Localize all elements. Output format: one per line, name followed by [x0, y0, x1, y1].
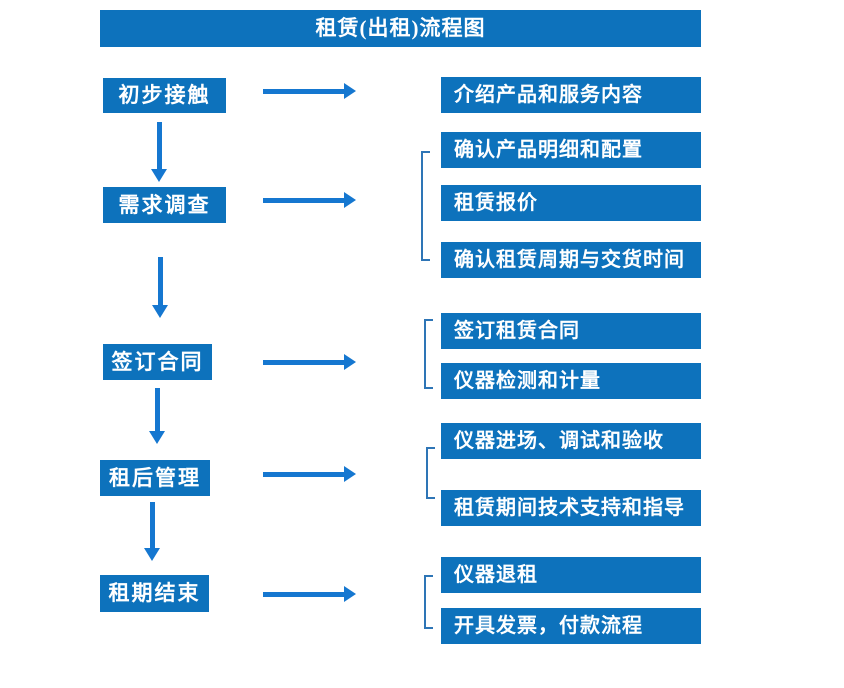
item-invoice-payment-process: 开具发票，付款流程	[441, 608, 701, 644]
arrow-right-icon	[263, 466, 356, 482]
group-bracket	[426, 447, 435, 499]
stage-initial-contact: 初步接触	[103, 78, 226, 113]
item-introduce-products-services: 介绍产品和服务内容	[441, 77, 701, 113]
item-instrument-return: 仪器退租	[441, 557, 701, 593]
arrow-right-icon	[263, 354, 356, 370]
arrow-right-icon	[263, 83, 356, 99]
item-instrument-testing-metering: 仪器检测和计量	[441, 363, 701, 399]
stage-post-rental-management: 租后管理	[100, 460, 210, 496]
stage-demand-survey: 需求调查	[103, 187, 226, 223]
item-confirm-product-details: 确认产品明细和配置	[441, 132, 701, 168]
item-instrument-setup-acceptance: 仪器进场、调试和验收	[441, 423, 701, 459]
flowchart-title: 租赁(出租)流程图	[100, 10, 701, 47]
group-bracket	[421, 151, 430, 261]
stage-sign-contract: 签订合同	[103, 344, 212, 380]
arrow-down-icon	[151, 122, 167, 182]
item-technical-support-guidance: 租赁期间技术支持和指导	[441, 490, 701, 526]
arrow-down-icon	[152, 257, 168, 318]
item-sign-rental-contract: 签订租赁合同	[441, 313, 701, 349]
arrow-right-icon	[263, 586, 356, 602]
item-confirm-period-delivery: 确认租赁周期与交货时间	[441, 242, 701, 278]
item-rental-quote: 租赁报价	[441, 185, 701, 221]
stage-rental-end: 租期结束	[100, 575, 209, 612]
arrow-down-icon	[149, 388, 165, 444]
group-bracket	[424, 319, 433, 389]
group-bracket	[424, 575, 433, 629]
arrow-right-icon	[263, 192, 356, 208]
arrow-down-icon	[144, 502, 160, 561]
